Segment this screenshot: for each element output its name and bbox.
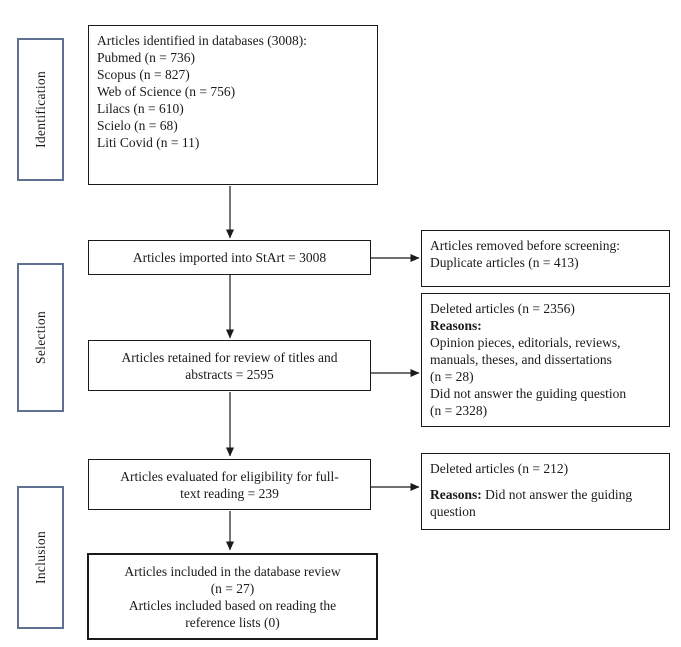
deleted-fulltext-reasons-text: Did not answer the guiding question (430, 487, 633, 519)
box-removed-before-screening: Articles removed before screening: Dupli… (421, 230, 670, 287)
deleted-fulltext-reasons-label: Reasons: (430, 487, 482, 502)
deleted-titles-reason-line: (n = 28) (430, 369, 474, 384)
stage-box-identification: Identification (17, 38, 64, 181)
box-articles-identified: Articles identified in databases (3008):… (88, 25, 378, 185)
included-line: reference lists (0) (185, 614, 280, 630)
deleted-titles-reason-line: (n = 2328) (430, 403, 488, 418)
deleted-titles-reasons-label: Reasons: (430, 318, 482, 333)
imported-text: Articles imported into StArt = 3008 (132, 250, 327, 265)
removed-line: Articles removed before screening: (430, 238, 621, 253)
identified-line: Pubmed (n = 736) (97, 50, 195, 65)
stage-box-selection: Selection (17, 263, 64, 412)
eligibility-line: text reading = 239 (180, 485, 279, 501)
deleted-titles-reason-line: Opinion pieces, editorials, reviews, (430, 335, 621, 350)
box-articles-retained: Articles retained for review of titles a… (88, 340, 371, 391)
retained-line: abstracts = 2595 (185, 366, 274, 382)
box-deleted-fulltext: Deleted articles (n = 212) Reasons: Did … (421, 453, 670, 530)
removed-line: Duplicate articles (n = 413) (430, 255, 579, 270)
identified-line: Lilacs (n = 610) (97, 101, 184, 116)
stage-label-selection: Selection (32, 311, 48, 364)
identified-line: Liti Covid (n = 11) (97, 135, 200, 150)
deleted-titles-reason-line: Did not answer the guiding question (430, 386, 627, 401)
included-line: (n = 27) (210, 580, 255, 596)
box-deleted-titles-abstracts: Deleted articles (n = 2356) Reasons: Opi… (421, 293, 670, 427)
identified-line: Articles identified in databases (3008): (97, 33, 307, 48)
stage-label-identification: Identification (32, 71, 48, 148)
included-line: Articles included based on reading the (128, 597, 337, 613)
box-articles-included: Articles included in the database review… (87, 553, 378, 640)
retained-line: Articles retained for review of titles a… (121, 349, 338, 365)
identified-line: Scielo (n = 68) (97, 118, 178, 133)
stage-box-inclusion: Inclusion (17, 486, 64, 629)
box-articles-eligibility: Articles evaluated for eligibility for f… (88, 459, 371, 510)
identified-line: Scopus (n = 827) (97, 67, 190, 82)
deleted-fulltext-reasons: Reasons: Did not answer the guiding ques… (430, 486, 661, 520)
included-line: Articles included in the database review (124, 563, 341, 579)
deleted-titles-count: Deleted articles (n = 2356) (430, 301, 575, 316)
deleted-titles-reason-line: manuals, theses, and dissertations (430, 352, 612, 367)
stage-label-inclusion: Inclusion (32, 531, 48, 584)
identified-line: Web of Science (n = 756) (97, 84, 236, 99)
box-articles-imported: Articles imported into StArt = 3008 (88, 240, 371, 275)
eligibility-line: Articles evaluated for eligibility for f… (120, 468, 339, 484)
deleted-fulltext-count: Deleted articles (n = 212) (430, 461, 569, 476)
